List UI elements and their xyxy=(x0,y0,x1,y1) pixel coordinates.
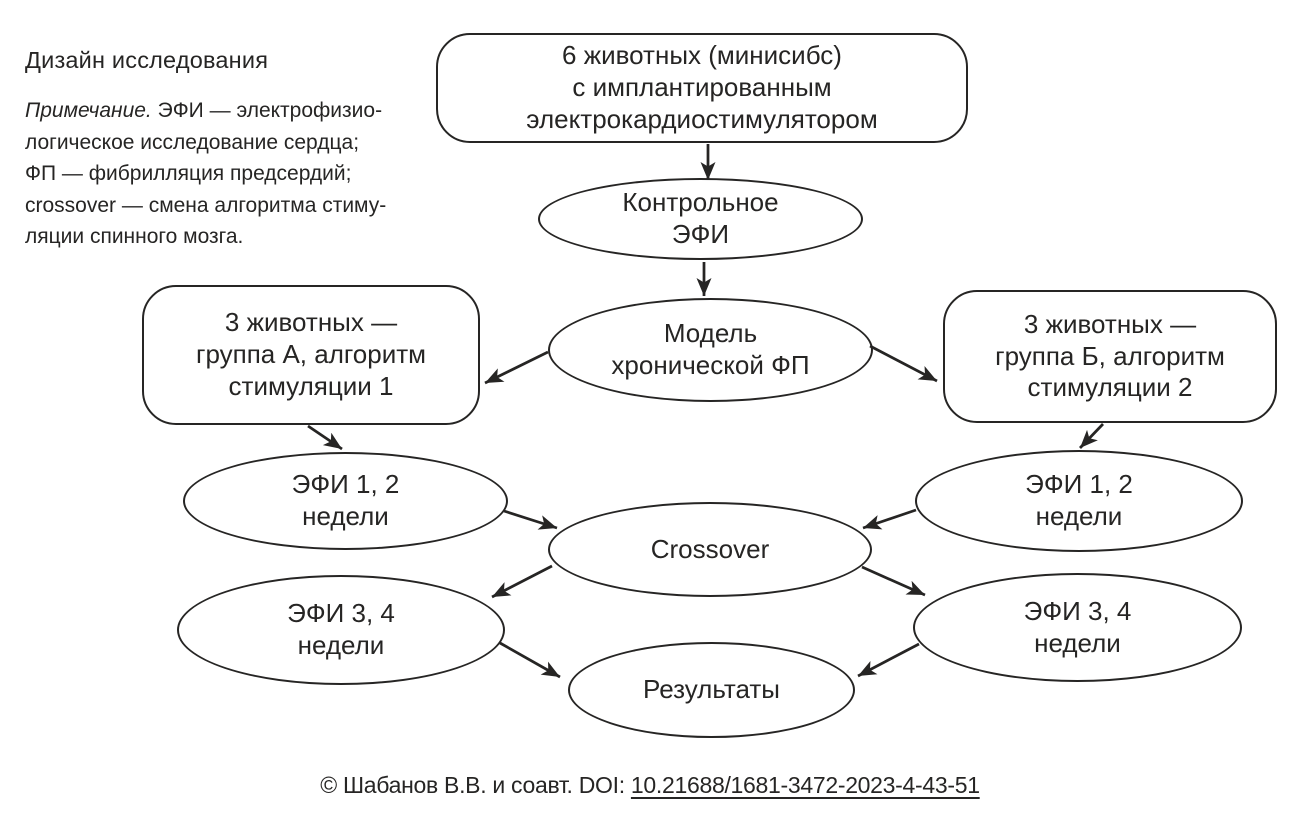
node-animals-label: 6 животных (минисибс) с имплантированным… xyxy=(526,40,878,134)
node-results-label: Результаты xyxy=(643,674,780,705)
node-af-model: Модель хронической ФП xyxy=(548,298,873,402)
node-group-b: 3 животных — группа Б, алгоритм стимуляц… xyxy=(943,290,1277,423)
node-group-a-label: 3 животных — группа А, алгоритм стимуляц… xyxy=(195,307,427,401)
arrow-crossover-to-ephi-3-4-right xyxy=(861,565,926,597)
node-af-model-label: Модель хронической ФП xyxy=(611,318,810,380)
node-ephi-3-4-left: ЭФИ 3, 4 недели xyxy=(177,575,505,685)
node-ephi-3-4-right-label: ЭФИ 3, 4 недели xyxy=(1023,595,1132,658)
arrow-group-a-to-ephi-1-2-left xyxy=(307,424,343,451)
arrow-group-b-to-ephi-1-2-right xyxy=(1079,423,1104,449)
node-ephi-1-2-left-label: ЭФИ 1, 2 недели xyxy=(291,469,400,531)
node-ephi-1-2-right: ЭФИ 1, 2 недели xyxy=(915,450,1243,552)
figure-title: Дизайн исследования xyxy=(25,47,269,73)
node-ephi-1-2-right-label: ЭФИ 1, 2 недели xyxy=(1025,469,1133,531)
note-lead: Примечание. xyxy=(25,99,152,122)
node-group-a: 3 животных — группа А, алгоритм стимуляц… xyxy=(142,285,480,425)
node-crossover: Crossover xyxy=(548,502,872,597)
arrow-ephi-3-4-right-to-results xyxy=(857,642,920,678)
node-control-ephi: Контрольное ЭФИ xyxy=(538,178,863,260)
node-ephi-1-2-left: ЭФИ 1, 2 недели xyxy=(183,452,508,550)
note-body: ЭФИ — электрофизио- логическое исследова… xyxy=(25,99,387,248)
attribution-text: © Шабанов В.В. и соавт. DOI: xyxy=(320,772,631,798)
node-control-ephi-label: Контрольное ЭФИ xyxy=(622,187,779,249)
arrow-af-model-to-group-b xyxy=(869,344,938,383)
doi-link[interactable]: 10.21688/1681-3472-2023-4-43-51 xyxy=(630,772,980,798)
node-animals: 6 животных (минисибс) с имплантированным… xyxy=(436,33,968,143)
node-ephi-3-4-left-label: ЭФИ 3, 4 недели xyxy=(287,598,395,660)
arrow-crossover-to-ephi-3-4-left xyxy=(491,564,553,599)
node-results: Результаты xyxy=(568,642,855,738)
node-group-b-label: 3 животных — группа Б, алгоритм стимуляц… xyxy=(995,308,1225,403)
figure-note: Примечание. ЭФИ — электрофизио- логическ… xyxy=(25,95,425,253)
arrow-af-model-to-group-a xyxy=(484,350,549,385)
node-ephi-3-4-right: ЭФИ 3, 4 недели xyxy=(913,573,1242,682)
attribution-line: © Шабанов В.В. и соавт. DOI: 10.21688/16… xyxy=(0,772,1300,799)
arrow-ephi-1-2-right-to-crossover xyxy=(862,508,917,530)
node-crossover-label: Crossover xyxy=(650,533,770,564)
arrow-ephi-3-4-left-to-results xyxy=(499,641,561,679)
arrow-ephi-1-2-left-to-crossover xyxy=(503,509,558,530)
